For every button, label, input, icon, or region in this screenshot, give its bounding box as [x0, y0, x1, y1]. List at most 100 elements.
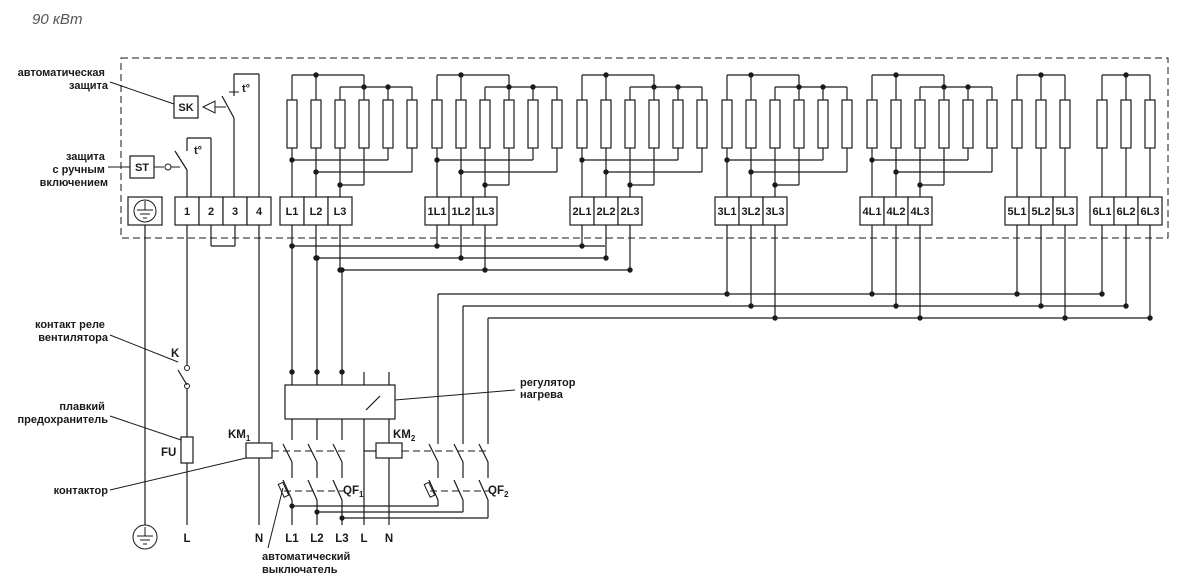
junction-dot [579, 243, 585, 249]
heating-element [503, 99, 515, 149]
junction-dot [917, 315, 923, 321]
heating-element [696, 99, 708, 149]
heating-element [286, 99, 298, 149]
heating-element [1059, 99, 1071, 149]
junction-dot [458, 255, 464, 261]
heating-element [817, 99, 829, 149]
heating-element [648, 99, 660, 149]
ground-symbol-bottom [132, 524, 158, 550]
junction-dot [627, 267, 633, 273]
junction-dot [530, 84, 536, 90]
heating-element [721, 99, 733, 149]
heating-element [334, 99, 346, 149]
contactor-km2-coil [375, 442, 403, 459]
heating-element [769, 99, 781, 149]
km2-contact [453, 443, 464, 463]
junction-dot [579, 157, 585, 163]
heating-element [986, 99, 998, 149]
km1-contact [307, 443, 318, 463]
junction-dot [289, 157, 295, 163]
junction-dot [385, 84, 391, 90]
qf1-contact [332, 479, 343, 501]
junction-dot [772, 182, 778, 188]
junction-dot [434, 243, 440, 249]
control-terminal-block: 1 2 3 4 [174, 196, 272, 226]
callout-breaker: автоматический выключатель [262, 551, 353, 576]
relay-k-label: K [171, 348, 180, 360]
km2-contact [478, 443, 489, 463]
junction-dot [893, 303, 899, 309]
sk-temp-symbol: t° [242, 83, 250, 95]
phase-terminal-label: 5L2 [1032, 206, 1051, 218]
heating-element [310, 99, 322, 149]
callout-contactor: контактор [54, 485, 109, 497]
sk-thermal-switch [173, 95, 199, 119]
control-terminal-label: 4 [256, 206, 263, 218]
phase-terminal-label: 4L3 [911, 206, 930, 218]
bottom-label-l1: L1 [285, 533, 299, 545]
bottom-label-n: N [255, 533, 263, 545]
control-terminal-label: 3 [232, 206, 238, 218]
junction-dot [1062, 315, 1068, 321]
phase-terminal [1052, 196, 1078, 226]
junction-dot [313, 72, 319, 78]
junction-dot [1038, 303, 1044, 309]
junction-dot [724, 291, 730, 297]
km1-contact [332, 443, 343, 463]
phase-terminal-label: 6L2 [1117, 206, 1136, 218]
qf2-contact [428, 479, 439, 501]
junction-dot [313, 255, 319, 261]
phase-terminal [593, 196, 619, 226]
junction-dot [917, 182, 923, 188]
junction-dot [1147, 315, 1153, 321]
bottom-label-l2: L2 [310, 533, 323, 545]
heating-element [745, 99, 757, 149]
phase-terminal [327, 196, 353, 226]
heating-element [1144, 99, 1156, 149]
callout-auto-protection: автоматическая защита [18, 67, 109, 92]
junction-dot [314, 369, 320, 375]
phase-terminal-label: 2L1 [573, 206, 592, 218]
junction-dot [337, 267, 343, 273]
phase-terminal-label: 1L3 [476, 206, 495, 218]
km1-contact [282, 443, 293, 463]
heating-element [1035, 99, 1047, 149]
heating-element [600, 99, 612, 149]
wiring [289, 243, 1150, 444]
junction-dot [748, 169, 754, 175]
heating-element [382, 99, 394, 149]
phase-terminal-label: 2L2 [597, 206, 616, 218]
junction-dot [748, 72, 754, 78]
phase-terminal-label: L2 [310, 206, 323, 218]
control-terminal-1 [174, 196, 200, 226]
junction-dot [458, 72, 464, 78]
heating-element [576, 99, 588, 149]
phase-terminal [859, 196, 885, 226]
heating-element [793, 99, 805, 149]
power-rating-title: 90 кВт [32, 11, 82, 28]
bottom-label-l3: L3 [335, 533, 348, 545]
bottom-label-n-2: N [385, 533, 393, 545]
km2-contact [428, 443, 439, 463]
heater-enclosure [120, 57, 1169, 239]
bottom-label-l-2: L [360, 533, 367, 545]
phase-terminal-label: 4L2 [887, 206, 906, 218]
phase-terminal-label: 5L3 [1056, 206, 1075, 218]
phase-terminal [617, 196, 643, 226]
heating-element [1096, 99, 1108, 149]
qf2-contact [453, 479, 464, 501]
junction-dot [893, 72, 899, 78]
junction-dot [796, 84, 802, 90]
heating-element [624, 99, 636, 149]
heating-element [406, 99, 418, 149]
km2-label: KM2 [393, 429, 416, 443]
junction-dot [1014, 291, 1020, 297]
junction-dot [289, 243, 295, 249]
phase-terminal-label: 3L2 [742, 206, 761, 218]
phase-terminal-label: 6L3 [1141, 206, 1160, 218]
junction-dot [482, 182, 488, 188]
